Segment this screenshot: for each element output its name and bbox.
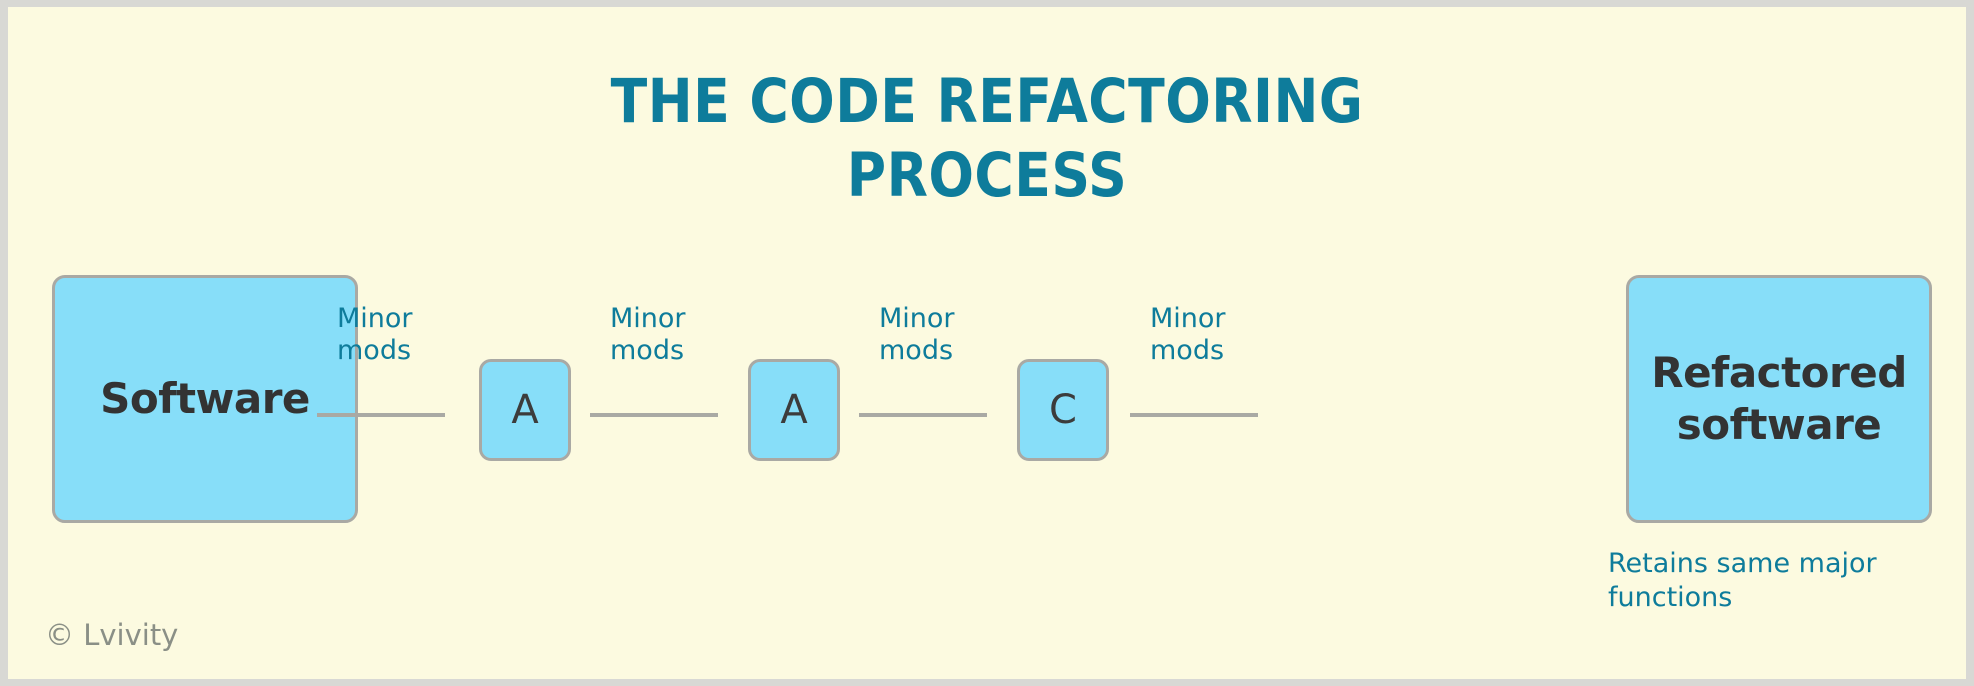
flow-node-refactored-software-label: Refactored software: [1651, 348, 1907, 449]
connector-2-line: [590, 413, 718, 417]
connector-4: Minor mods: [1130, 303, 1286, 433]
flow-node-software: Software: [52, 275, 358, 523]
process-flow: Software Minor mods A Minor mods A Minor…: [38, 275, 1938, 525]
connector-2-label: Minor mods: [610, 303, 686, 366]
flow-step-3-label: C: [1049, 387, 1077, 433]
flow-step-3: C: [1017, 359, 1109, 461]
connector-3: Minor mods: [859, 303, 1015, 433]
page-title: THE CODE REFACTORING PROCESS: [610, 66, 1364, 211]
flow-step-1-label: A: [511, 387, 539, 433]
flow-step-1: A: [479, 359, 571, 461]
flow-node-refactored-software: Refactored software: [1626, 275, 1932, 523]
flow-node-software-label: Software: [100, 374, 310, 423]
connector-4-label: Minor mods: [1150, 303, 1226, 366]
connector-2: Minor mods: [590, 303, 746, 433]
infographic-canvas: THE CODE REFACTORING PROCESS Software Mi…: [8, 7, 1966, 679]
flow-step-2: A: [748, 359, 840, 461]
refactored-software-caption: Retains same major functions: [1608, 548, 1877, 613]
connector-1-label: Minor mods: [337, 303, 413, 366]
connector-1: Minor mods: [317, 303, 473, 433]
connector-1-line: [317, 413, 445, 417]
connector-4-line: [1130, 413, 1258, 417]
copyright-credit: © Lvivity: [45, 618, 179, 652]
connector-3-line: [859, 413, 987, 417]
flow-step-2-label: A: [780, 387, 808, 433]
connector-3-label: Minor mods: [879, 303, 955, 366]
